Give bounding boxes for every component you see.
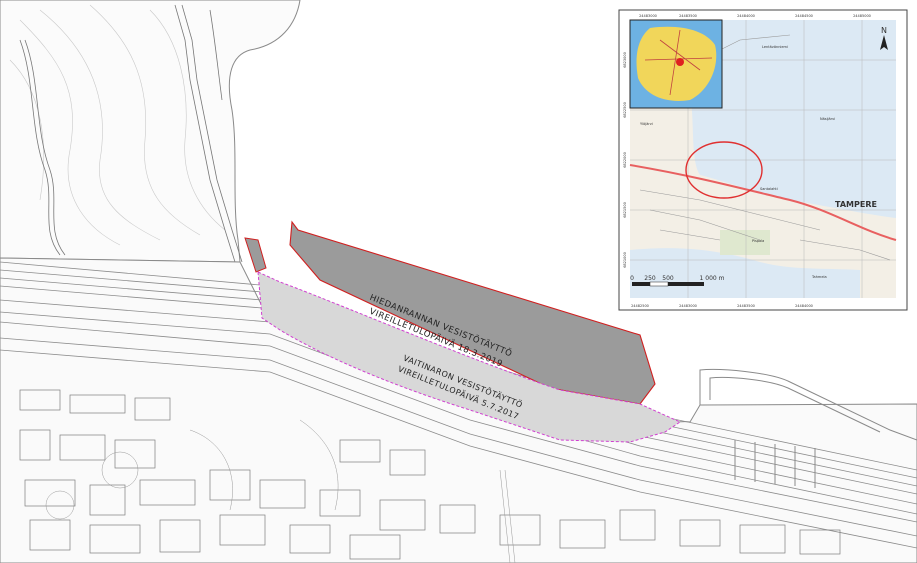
svg-text:N: N [881, 26, 887, 35]
svg-text:24483500: 24483500 [679, 14, 697, 18]
harbor-piers [699, 369, 917, 488]
northwest-land [0, 0, 301, 263]
place-label: Santalahti [760, 187, 778, 191]
svg-text:24483500: 24483500 [737, 304, 755, 308]
coordinate-labels: 24483000 24483500 24484000 24484500 2448… [623, 14, 871, 308]
svg-text:6823000: 6823000 [623, 52, 627, 68]
inset-location-map: N TAMPERE Lentävänniemi Santalahti Pispa… [618, 9, 908, 311]
inset-lake [689, 20, 896, 218]
svg-text:24484000: 24484000 [737, 14, 755, 18]
svg-text:6822000: 6822000 [623, 152, 627, 168]
site-highlight-circle [685, 141, 763, 199]
svg-text:250: 250 [644, 275, 656, 282]
svg-text:500: 500 [662, 275, 674, 282]
svg-text:24483000: 24483000 [639, 14, 657, 18]
place-label: Lentävänniemi [762, 45, 788, 49]
place-label: Ylöjärvi [640, 122, 653, 126]
place-label: Tahmela [811, 275, 827, 279]
svg-text:24482500: 24482500 [631, 304, 649, 308]
place-label: Näsijärvi [820, 117, 835, 121]
contour-lines [9, 4, 226, 246]
building-blocks [19, 389, 841, 560]
svg-text:6822500: 6822500 [623, 102, 627, 118]
city-label: TAMPERE [835, 200, 877, 209]
svg-text:24484500: 24484500 [795, 14, 813, 18]
small-fill-area [244, 237, 267, 273]
svg-text:24484000: 24484000 [795, 304, 813, 308]
north-arrow-icon: N [880, 26, 888, 50]
svg-text:1 000 m: 1 000 m [700, 275, 725, 282]
svg-text:6821500: 6821500 [623, 202, 627, 218]
svg-text:6821000: 6821000 [623, 252, 627, 268]
vaitinaro-fill-area [257, 271, 682, 443]
scale-bar: 0 250 500 1 000 m [630, 275, 725, 287]
svg-text:0: 0 [630, 275, 634, 282]
svg-text:24483000: 24483000 [679, 304, 697, 308]
location-dot [676, 58, 684, 66]
svg-text:24485000: 24485000 [853, 14, 871, 18]
place-label: Pispala [752, 239, 764, 243]
